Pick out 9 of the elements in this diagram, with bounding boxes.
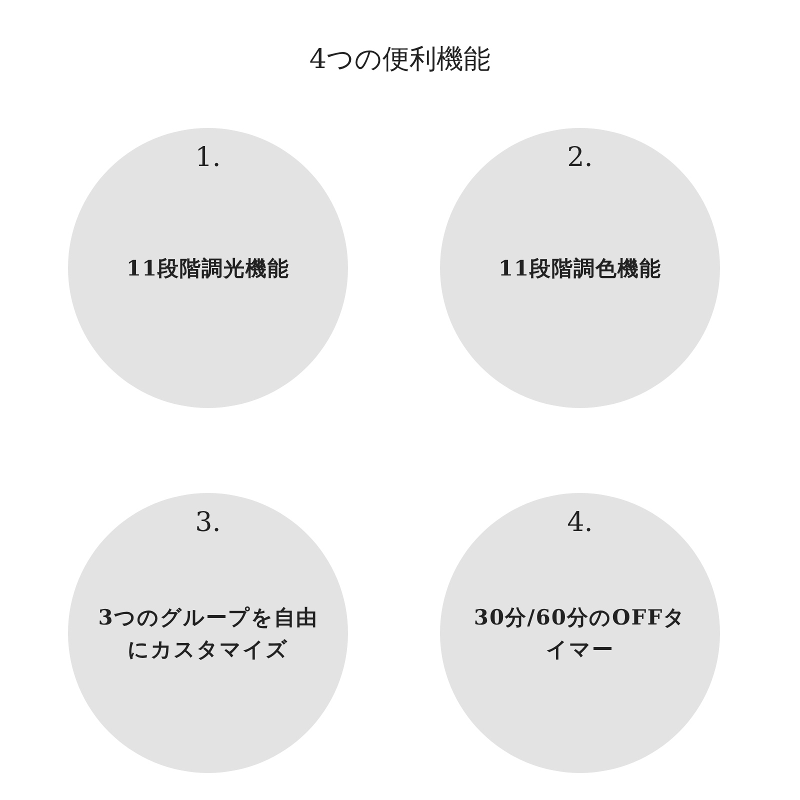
feature-number: 1.: [194, 142, 222, 174]
feature-label: 11段階調光機能: [125, 254, 291, 282]
feature-label: 11段階調色機能: [497, 254, 663, 282]
feature-number: 3.: [194, 507, 222, 540]
feature-label: 3つのグループを自由にカスタマイズ: [98, 604, 318, 663]
feature-number: 4.: [566, 507, 594, 540]
title: 4つの便利機能: [308, 44, 492, 76]
feature-number: 2.: [566, 142, 594, 174]
feature-label: 30分/60分のOFFタイマー: [472, 604, 688, 663]
